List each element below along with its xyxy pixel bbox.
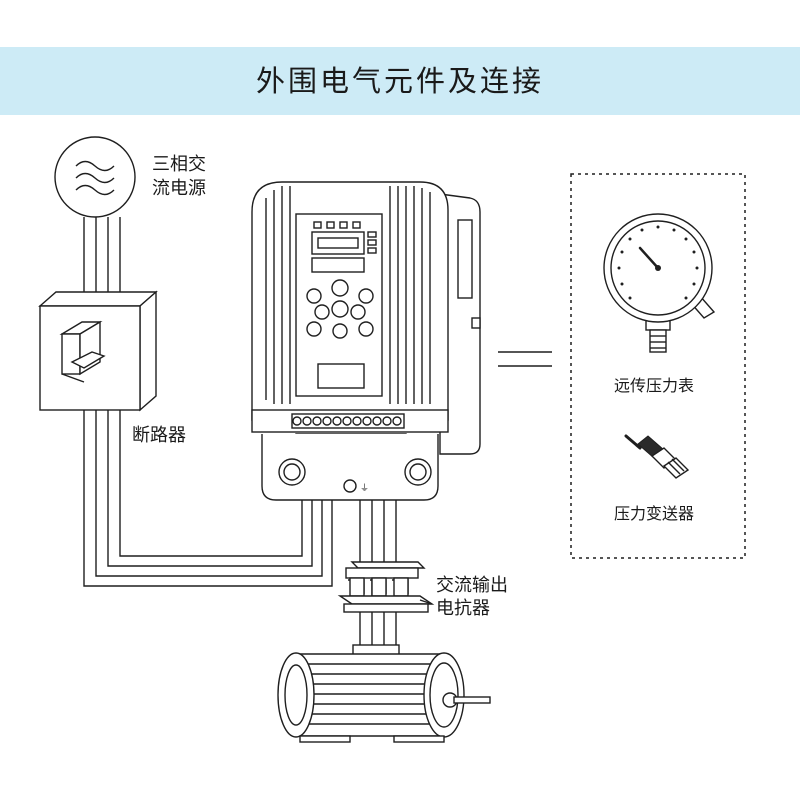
terminal-block (291, 413, 405, 429)
gauge-label: 远传压力表 (614, 376, 695, 395)
equals-icon (498, 351, 552, 367)
breaker-to-inverter-wires (83, 410, 333, 587)
svg-text:⏚: ⏚ (360, 483, 369, 494)
motor-icon (277, 644, 491, 743)
sensor-group-box (570, 173, 746, 559)
reactor-icon (337, 561, 435, 613)
pressure-transmitter-icon (624, 434, 690, 479)
page-title: 外围电气元件及连接 (255, 64, 544, 98)
reactor-label-line1: 交流输出 (436, 575, 508, 596)
transmitter-label: 压力变送器 (614, 504, 695, 523)
power-source-label-line2: 流电源 (152, 178, 206, 199)
title-banner: 外围电气元件及连接 (0, 47, 800, 115)
ac-source-icon (54, 136, 136, 218)
breaker-icon (38, 290, 158, 412)
power-source-label-line1: 三相交 (152, 154, 206, 175)
inverter-icon: ⏚ (251, 181, 481, 501)
keypad-icon (306, 279, 374, 339)
heatsink-fins (265, 186, 431, 404)
input-wires (83, 217, 121, 298)
pressure-gauge-icon (603, 213, 716, 353)
reactor-label-line2: 电抗器 (436, 598, 490, 619)
breaker-label: 断路器 (132, 425, 186, 446)
